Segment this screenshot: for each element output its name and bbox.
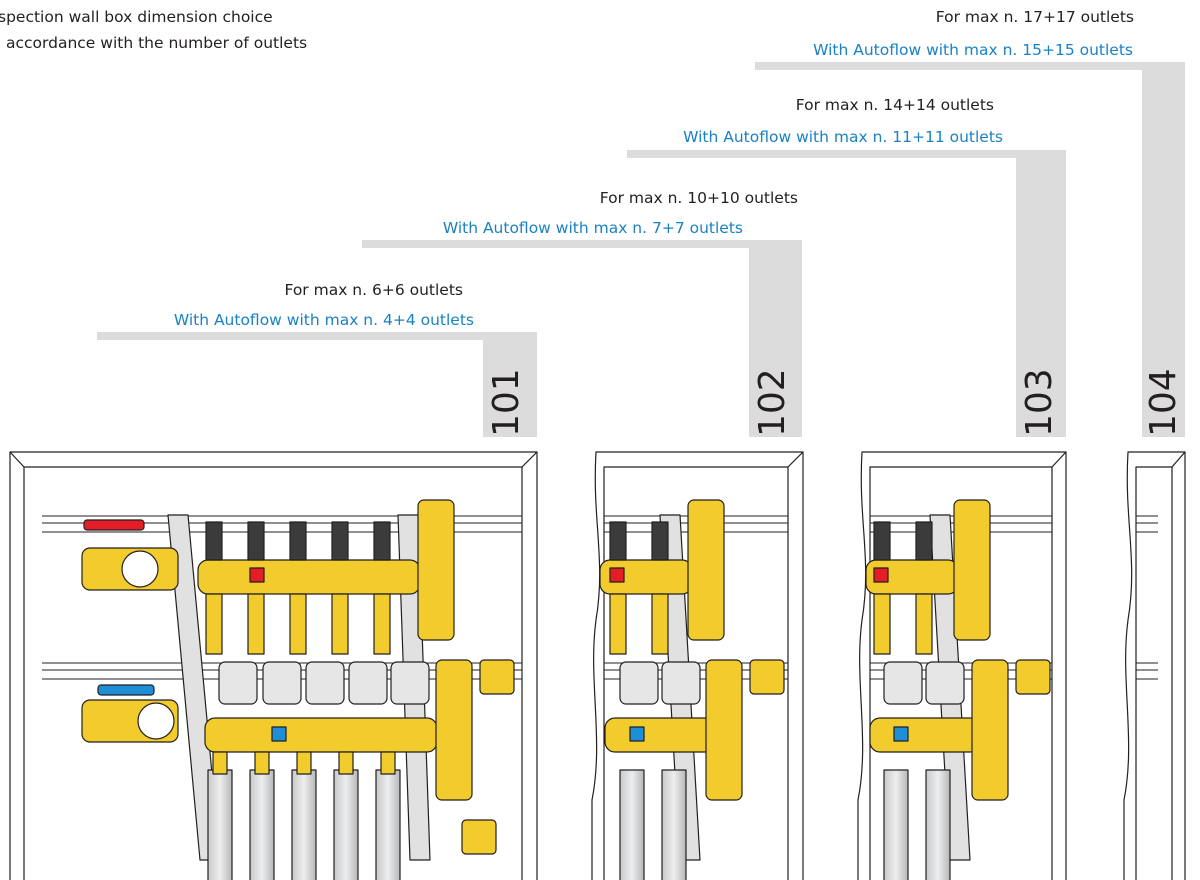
wall-box-104 xyxy=(1123,451,1186,880)
box-102-max-outlets: For max n. 10+10 outlets xyxy=(599,189,798,207)
box-101-max-outlets: For max n. 6+6 outlets xyxy=(284,281,463,299)
box-104-autoflow: With Autoflow with max n. 15+15 outlets xyxy=(813,41,1133,59)
box-103-dimension-bar xyxy=(627,150,1066,158)
box-103-max-outlets: For max n. 14+14 outlets xyxy=(795,96,994,114)
wall-box-103 xyxy=(857,451,1067,880)
box-104-max-outlets: For max n. 17+17 outlets xyxy=(935,8,1134,26)
box-102-dimension-bar xyxy=(362,240,802,248)
box-101-autoflow: With Autoflow with max n. 4+4 outlets xyxy=(173,311,474,329)
box-104-code-tab xyxy=(1142,62,1185,437)
box-102-autoflow: With Autoflow with max n. 7+7 outlets xyxy=(442,219,743,237)
box-103-code-tab xyxy=(1016,150,1066,437)
title-line-1: spection wall box dimension choice xyxy=(0,8,273,26)
title-line-2: accordance with the number of outlets xyxy=(6,34,308,52)
box-104-dimension-bar xyxy=(755,62,1185,70)
box-103-autoflow: With Autoflow with max n. 11+11 outlets xyxy=(683,128,1003,146)
wall-box-102 xyxy=(591,451,804,880)
box-101-code-tab xyxy=(483,332,537,437)
box-102-code-tab xyxy=(749,240,802,437)
box-101-dimension-bar xyxy=(97,332,537,340)
wall-box-101 xyxy=(9,451,538,880)
